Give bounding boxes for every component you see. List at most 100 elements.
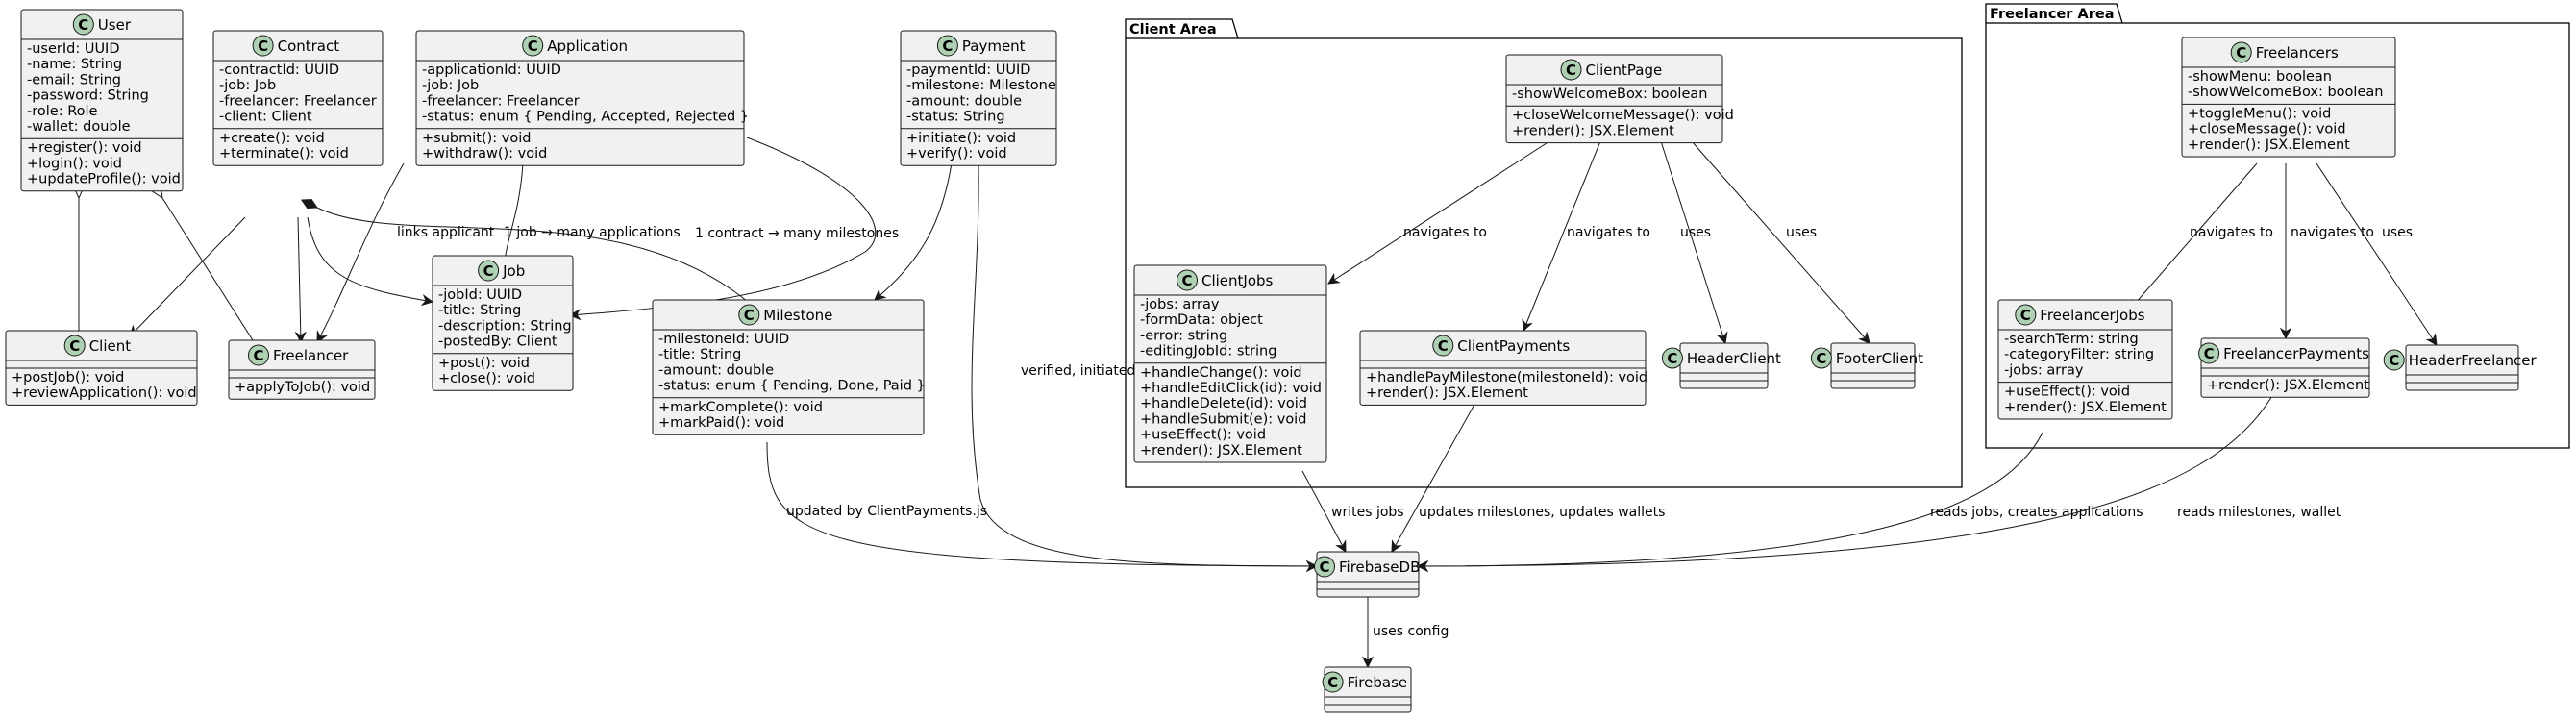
class-stereotype-icon — [2198, 342, 2220, 364]
class-field: -searchTerm: string — [2004, 332, 2139, 347]
class-method: +register(): void — [27, 140, 142, 156]
class-box — [1316, 551, 1420, 598]
class-stereotype-letter: C — [78, 16, 88, 34]
class-field: -title: String — [438, 303, 521, 318]
edge-label-contract-milestones: 1 contract → many milestones — [695, 226, 899, 241]
edge-clientjobs-firebasedb — [1301, 470, 1346, 552]
class-method: +withdraw(): void — [422, 146, 547, 161]
class-name: Payment — [962, 37, 1026, 55]
edge-label-updated-by: updated by ClientPayments.js — [786, 504, 987, 519]
class-method: +close(): void — [438, 371, 535, 386]
class-field: -email: String — [27, 72, 121, 87]
package-client-area-label: Client Area — [1129, 22, 1217, 37]
class-box — [900, 30, 1057, 166]
class-stereotype-letter: C — [2020, 307, 2031, 324]
class-field: -client: Client — [219, 110, 312, 125]
edge-freelancerpayments-firebasedb — [1418, 393, 2274, 566]
class-stereotype-icon — [936, 35, 958, 57]
class-method: +post(): void — [438, 356, 530, 371]
class-field: -freelancer: Freelancer — [219, 93, 377, 109]
class-method: +create(): void — [219, 131, 325, 146]
class-stereotype-letter: C — [2236, 44, 2246, 62]
class-stereotype-icon — [252, 35, 274, 57]
edge-application-freelancer — [317, 162, 405, 342]
class-method: +toggleMenu(): void — [2188, 106, 2331, 121]
class-field: -paymentId: UUID — [906, 62, 1030, 78]
class-stereotype-icon — [738, 304, 760, 326]
edge-label-updates-milestones: updates milestones, updates wallets — [1419, 505, 1665, 520]
class-method: +markComplete(): void — [658, 400, 823, 415]
class-box — [415, 30, 745, 166]
class-name: ClientPage — [1586, 62, 1663, 79]
class-method: +useEffect(): void — [1140, 428, 1266, 443]
class-field: -userId: UUID — [27, 41, 120, 57]
class-stereotype-letter: C — [1438, 337, 1449, 355]
class-name: Application — [547, 37, 628, 55]
class-field: -description: String — [438, 318, 572, 334]
edge-label-uses-3: uses — [2382, 225, 2413, 240]
class-stereotype-letter: C — [1181, 272, 1192, 289]
class-stereotype-letter: C — [1319, 559, 1329, 576]
class-method: +render(): JSX.Element — [1512, 123, 1674, 138]
class-stereotype-icon — [1322, 671, 1344, 693]
edge-clientpage-clientjobs — [1328, 140, 1550, 284]
class-method: +render(): JSX.Element — [1366, 385, 1528, 401]
class-method: +render(): JSX.Element — [2188, 137, 2350, 153]
class-method: +handleChange(): void — [1140, 365, 1302, 381]
class-method: +useEffect(): void — [2004, 385, 2130, 400]
class-field: -freelancer: Freelancer — [422, 93, 580, 109]
class-name: Job — [502, 262, 525, 280]
edge-freelancer-inherits-user — [162, 198, 254, 341]
class-field: -password: String — [27, 88, 149, 104]
package-freelancer-area: Freelancer Area — [1985, 3, 2570, 449]
class-box — [1830, 342, 1916, 389]
class-field: -status: enum { Pending, Accepted, Rejec… — [422, 110, 749, 125]
edge-contract-client — [130, 216, 246, 336]
class-stereotype-icon — [1432, 335, 1454, 357]
class-name: Contract — [278, 37, 340, 55]
class-method: +handleSubmit(e): void — [1140, 411, 1306, 427]
class-method: +submit(): void — [422, 131, 531, 146]
edge-contract-freelancer — [298, 216, 301, 342]
class-name: Milestone — [763, 307, 832, 324]
class-box — [20, 9, 184, 192]
class-stereotype-letter: C — [1566, 62, 1576, 79]
edge-clientpage-clientpayments — [1523, 140, 1601, 331]
class-stereotype-icon — [522, 35, 544, 57]
class-field: -applicationId: UUID — [422, 62, 561, 78]
class-box — [432, 255, 574, 391]
edge-label-navigates-to-1: navigates to — [1403, 225, 1487, 240]
class-method: +applyToJob(): void — [235, 380, 370, 395]
class-stereotype-icon — [2015, 304, 2037, 326]
class-field: -status: enum { Pending, Done, Paid } — [658, 379, 926, 394]
class-stereotype-letter: C — [744, 307, 755, 324]
class-field: -editingJobId: string — [1140, 344, 1276, 360]
class-field: -status: String — [906, 110, 1005, 125]
class-name: Firebase — [1348, 674, 1408, 691]
class-stereotype-icon — [1810, 347, 1832, 369]
class-stereotype-letter: C — [69, 337, 80, 355]
class-field: -jobs: array — [1140, 297, 1220, 312]
class-box — [1324, 666, 1412, 713]
class-name: Freelancers — [2256, 44, 2339, 62]
